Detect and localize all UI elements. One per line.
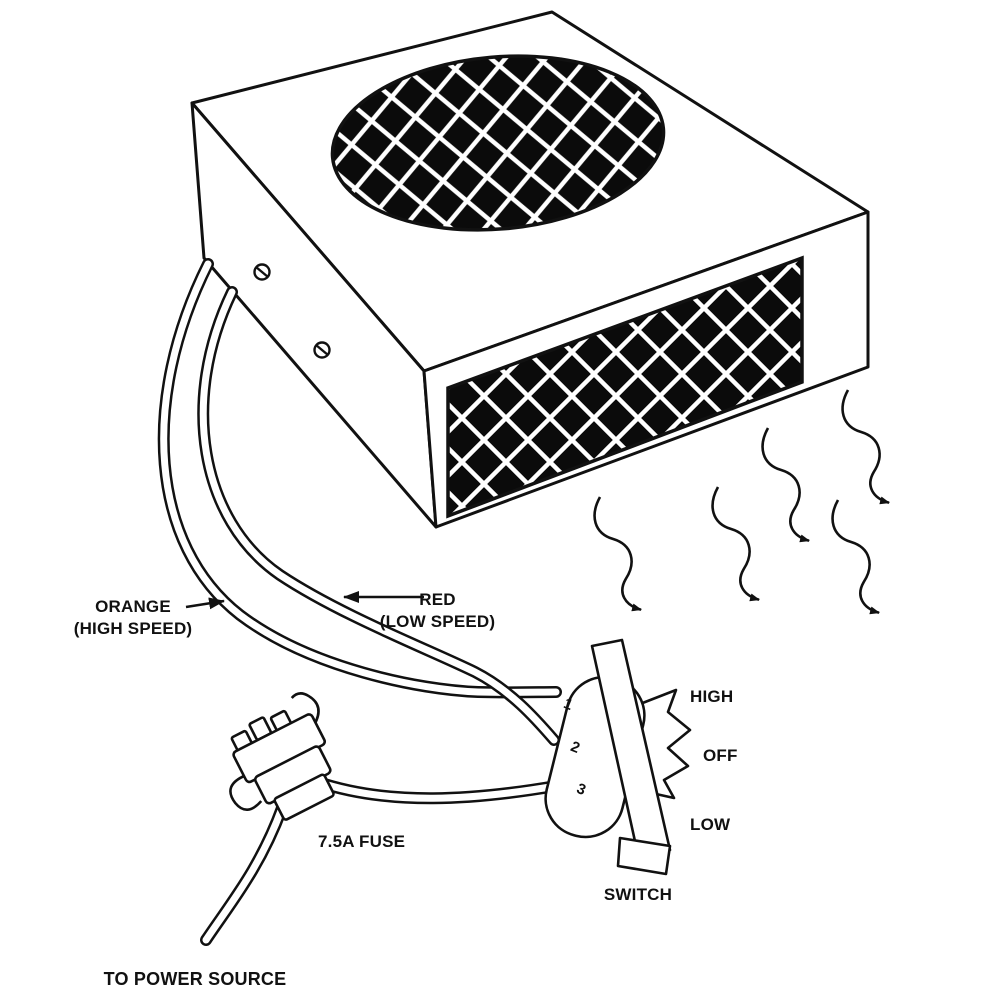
orange-wire-label: ORANGE (HIGH SPEED) (28, 596, 238, 640)
airflow-arrow-icon (761, 427, 811, 543)
label-pointer-arrows (185, 591, 424, 610)
fuse-label: 7.5A FUSE (318, 832, 406, 851)
airflow-arrows (593, 389, 891, 615)
fuse-connector (229, 692, 335, 821)
power-source-label: TO POWER SOURCE (103, 969, 287, 989)
orange-wire-label-line1: ORANGE (95, 597, 171, 616)
wire-orange-high-speed (157, 258, 562, 699)
orange-wire-label-line2: (HIGH SPEED) (73, 619, 193, 639)
wire-red-low-speed (197, 286, 560, 746)
connector-foot (273, 773, 335, 821)
connector-hook-left (229, 774, 263, 811)
fan-grille-top (330, 54, 666, 232)
red-wire-label: RED (LOW SPEED) (335, 589, 540, 633)
airflow-arrow-icon (593, 496, 643, 612)
switch-position-high-label: HIGH (690, 687, 734, 706)
mounting-screws (253, 263, 331, 359)
toggle-switch (544, 638, 692, 876)
switch-position-low-label: LOW (690, 815, 731, 834)
switch-label: SWITCH (603, 885, 673, 904)
red-wire-label-line1: RED (419, 590, 456, 609)
red-wire-label-line2: (LOW SPEED) (379, 612, 496, 632)
airflow-arrow-icon (831, 499, 881, 615)
connector-hook-right (290, 692, 320, 726)
switch-position-off-label: OFF (703, 746, 738, 765)
airflow-arrow-icon (841, 389, 891, 505)
wire-fuse-to-switch (312, 776, 562, 805)
orange-label-arrow (185, 597, 225, 610)
air-outlet-grille (446, 255, 804, 519)
airflow-arrow-icon (711, 486, 761, 602)
wire-to-power-source (200, 802, 288, 946)
switch-foot (616, 836, 672, 876)
